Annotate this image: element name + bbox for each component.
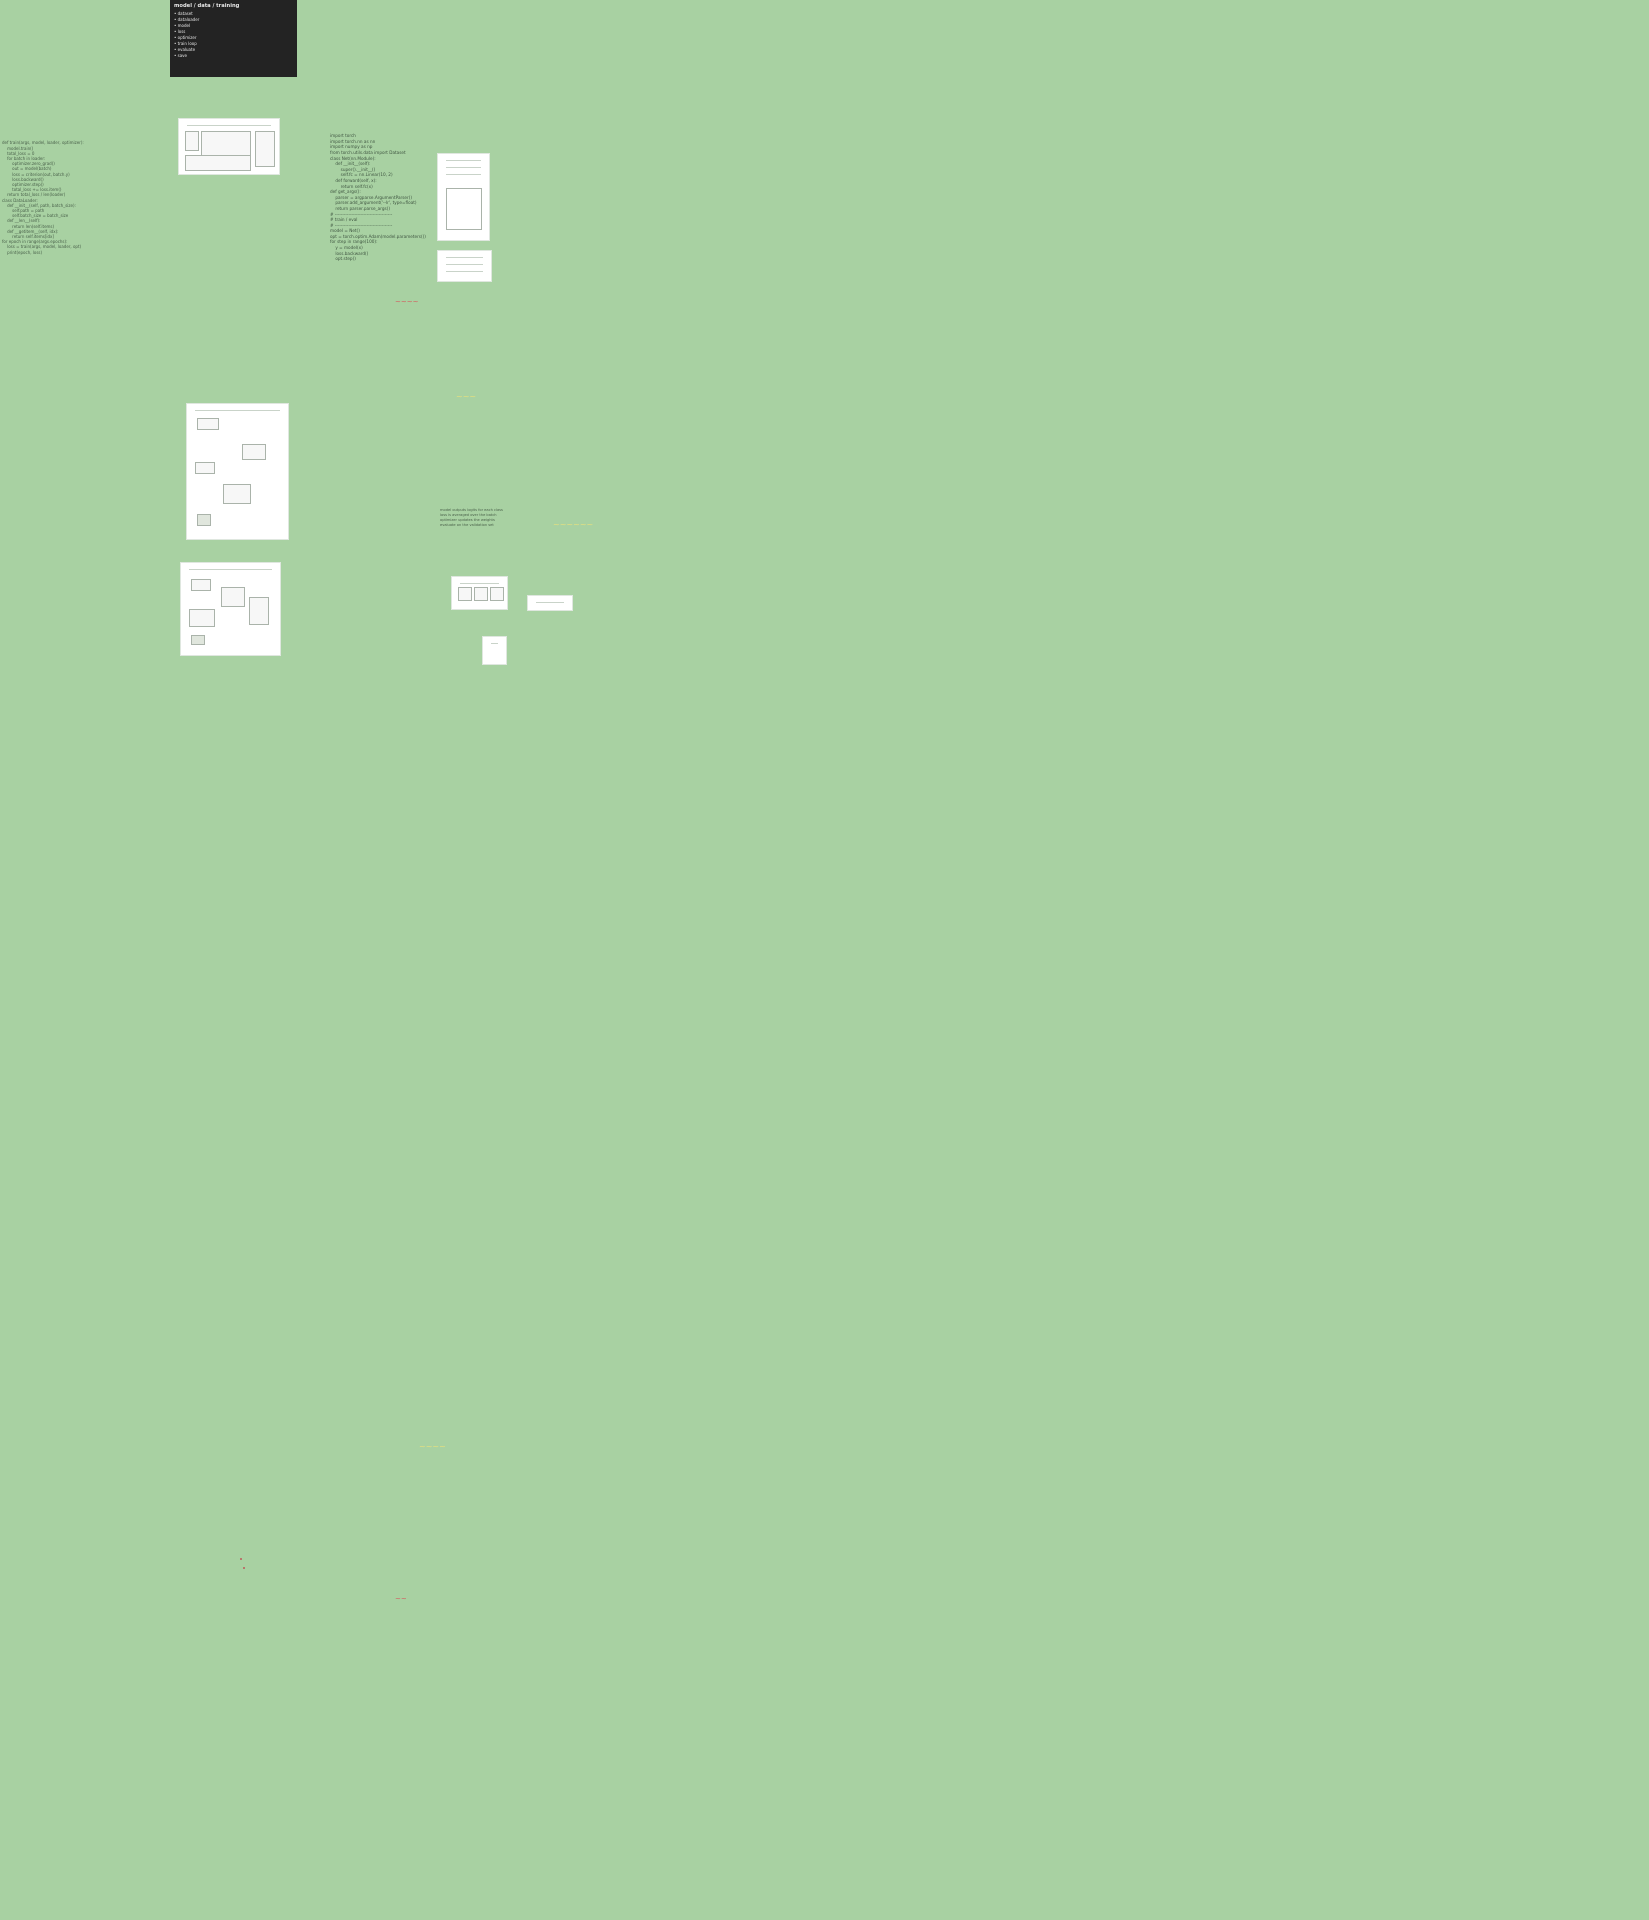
- lecture-slide-line: • train loop: [174, 41, 197, 46]
- center-column-line: y = model(x): [330, 245, 363, 251]
- lecture-slide-line: • dataset: [174, 11, 193, 16]
- lecture-slide-line: • save: [174, 53, 187, 58]
- lecture-slide-line: • optimizer: [174, 35, 197, 40]
- left-column-line: def __getitem__(self, idx):: [2, 228, 59, 234]
- lecture-slide-line: • evaluate: [174, 47, 196, 52]
- center-column-line: def __init__(self):: [330, 161, 371, 167]
- left-column-line: for epoch in range(args.epochs):: [2, 239, 68, 245]
- lecture-slide-lines: • dataset• dataloader• model• loss• opti…: [174, 11, 293, 59]
- left-column-line: optimizer.step(): [2, 182, 44, 188]
- table-thumb: [437, 250, 492, 282]
- center-column-line: self.fc = nn.Linear(10, 2): [330, 172, 393, 178]
- left-column-line: self.path = path: [2, 208, 45, 214]
- right-notes-line: optimizer updates the weights: [440, 518, 495, 522]
- center-column-line: import torch.nn as nn: [330, 138, 376, 144]
- center-column-line: import torch: [330, 133, 356, 139]
- left-column-line: def __init__(self, path, batch_size):: [2, 202, 76, 208]
- annotation-yellow-1: ~~~~~~: [553, 520, 594, 529]
- left-column-line: optimizer.zero_grad(): [2, 161, 55, 167]
- annotation-yellow-2: ~~~: [456, 392, 477, 401]
- center-column-line: parser.add_argument('--lr', type=float): [330, 200, 417, 206]
- lecture-slide-line: • dataloader: [174, 17, 200, 22]
- left-column-line: for batch in loader:: [2, 156, 46, 162]
- left-column-line: def train(args, model, loader, optimizer…: [2, 140, 84, 146]
- center-column-line: parser = argparse.ArgumentParser(): [330, 194, 412, 200]
- right-notes-line: evaluate on the validation set: [440, 523, 494, 527]
- left-column-line: class DataLoader:: [2, 197, 38, 203]
- left-code-lines: def train(args, model, loader, optimizer…: [2, 140, 167, 254]
- center-column-line: opt = torch.optim.Adam(model.parameters(…: [330, 233, 426, 239]
- left-column-line: total_loss = 0: [2, 150, 35, 156]
- diagram-top: [178, 118, 280, 175]
- annotation-red-dot-1: [240, 1558, 242, 1560]
- mini-diagram-3: [482, 636, 507, 665]
- center-column-line: return self.fc(x): [330, 183, 373, 189]
- left-column-line: out = model(batch): [2, 166, 52, 172]
- left-column-line: loss = criterion(out, batch.y): [2, 171, 70, 177]
- center-column-line: def get_args():: [330, 189, 361, 195]
- chart-thumb: [437, 153, 490, 241]
- left-column-line: loss = train(args, model, loader, opt): [2, 244, 82, 250]
- center-column-line: opt.step(): [330, 256, 356, 262]
- diagram-flow-2: [180, 562, 281, 656]
- left-column-line: total_loss += loss.item(): [2, 187, 62, 193]
- center-column-line: def forward(self, x):: [330, 177, 377, 183]
- right-notes-line: loss is averaged over the batch: [440, 513, 497, 517]
- center-column-line: model = Net(): [330, 228, 360, 234]
- right-notes-line: model outputs logits for each class: [440, 508, 503, 512]
- center-column-line: import numpy as np: [330, 144, 373, 150]
- left-column-line: loss.backward(): [2, 176, 44, 182]
- center-column-line: class Net(nn.Module):: [330, 155, 376, 161]
- lecture-slide-line: • loss: [174, 29, 186, 34]
- lecture-slide-line: • model: [174, 23, 191, 28]
- left-column-line: self.batch_size = batch_size: [2, 213, 69, 219]
- center-column-line: # --------------------------------------: [330, 211, 393, 217]
- center-column-line: loss.backward(): [330, 250, 369, 256]
- left-column-line: print(epoch, loss): [2, 249, 43, 255]
- left-column-line: def __len__(self):: [2, 218, 41, 224]
- center-column-line: super().__init__(): [330, 166, 376, 172]
- left-column-line: return self.items[idx]: [2, 234, 54, 240]
- lecture-slide: model / data / training • dataset• datal…: [170, 0, 297, 77]
- center-column-line: from torch.utils.data import Dataset: [330, 149, 406, 155]
- left-column-line: model.train(): [2, 145, 34, 151]
- left-code-column: def train(args, model, loader, optimizer…: [2, 130, 167, 1830]
- mini-diagram-2: [527, 595, 573, 611]
- diagram-flow-1: [186, 403, 289, 540]
- left-column-line: return total_loss / len(loader): [2, 192, 66, 198]
- lecture-slide-title: model / data / training: [174, 3, 240, 9]
- left-column-line: return len(self.items): [2, 223, 55, 229]
- annotation-red-dot-2: [243, 1567, 245, 1569]
- mini-diagram-1: [451, 576, 508, 610]
- center-column-line: return parser.parse_args(): [330, 205, 390, 211]
- center-column-line: # --------------------------------------: [330, 222, 393, 228]
- center-column-line: for step in range(100):: [330, 239, 378, 245]
- center-column-line: # train / eval: [330, 217, 358, 223]
